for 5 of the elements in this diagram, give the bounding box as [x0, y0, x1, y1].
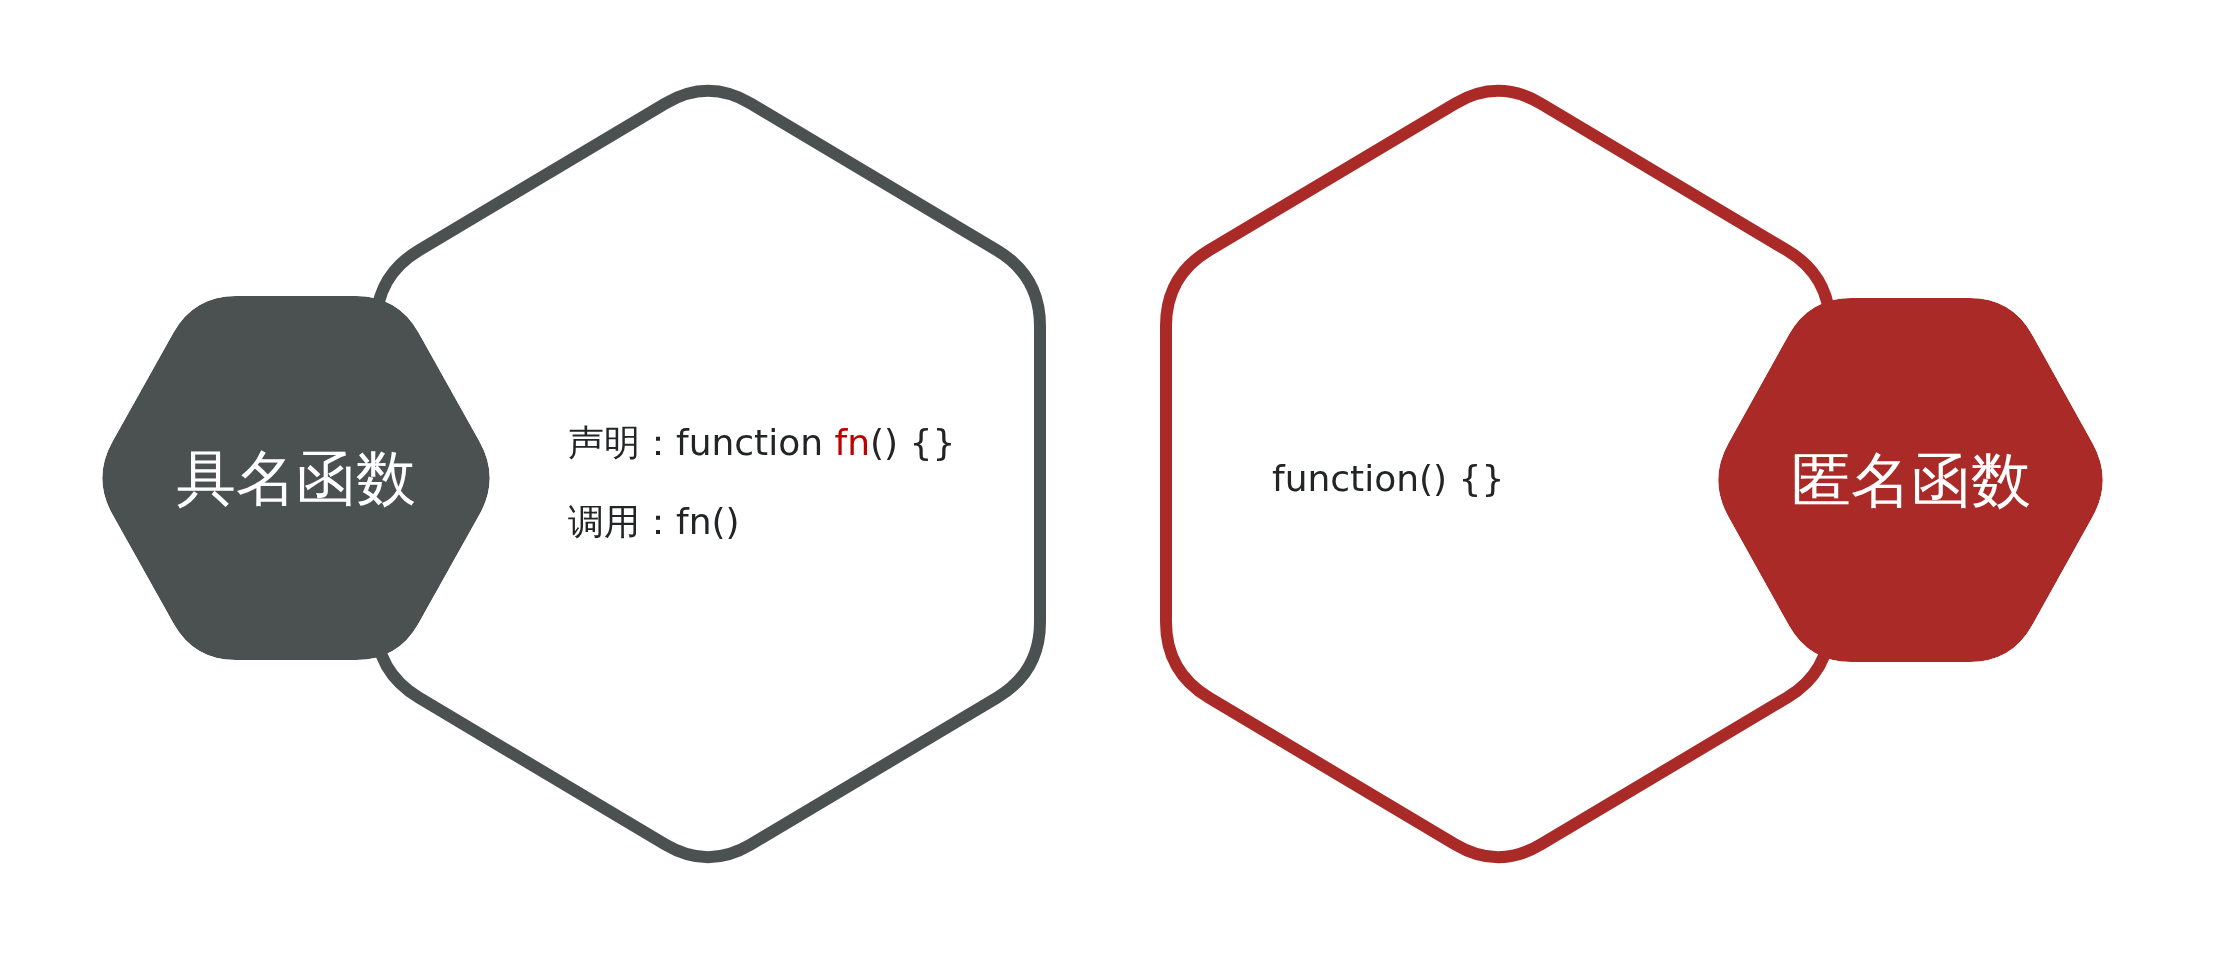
code-line: function() {}	[1272, 457, 1505, 501]
code-line: 调用：fn()	[568, 500, 740, 544]
hexagon-title: 匿名函数	[1790, 444, 2031, 516]
hexagon-title: 具名函数	[176, 442, 416, 514]
code-line: 声明：function fn() {}	[568, 421, 956, 465]
